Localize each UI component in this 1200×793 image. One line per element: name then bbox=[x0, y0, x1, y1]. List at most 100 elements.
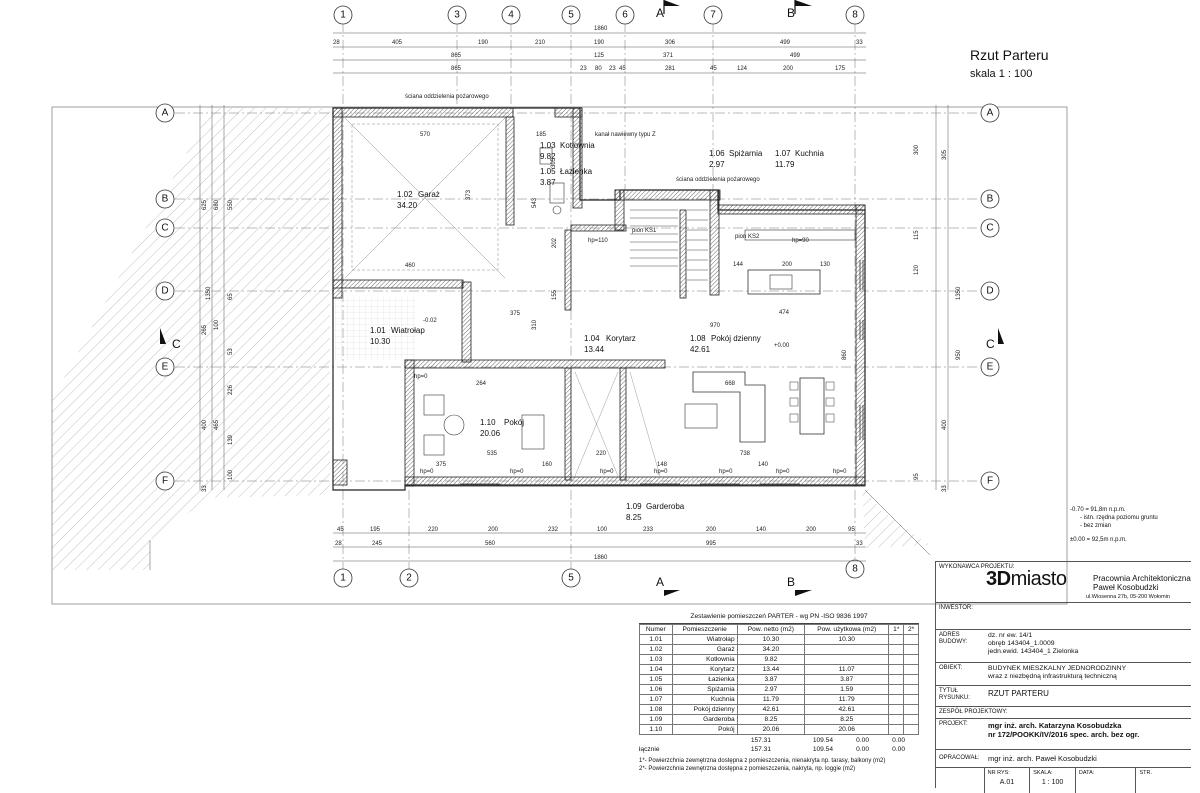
dim: 300 bbox=[914, 144, 920, 155]
drawing-title-value: RZUT PARTERU bbox=[988, 689, 1049, 698]
section-a-bottom: A bbox=[656, 575, 664, 589]
axis-right-D: D bbox=[986, 286, 993, 297]
axis-right-B: B bbox=[987, 194, 994, 205]
dim: 139 bbox=[228, 434, 234, 445]
footnote: 1*- Powierzchnia zewnętrzna dostępna z p… bbox=[639, 758, 886, 764]
dim: 400 bbox=[942, 419, 948, 430]
schedule-cell: Spiżarnia bbox=[671, 684, 738, 695]
fire-wall-note: ściana oddzielenia pożarowego bbox=[676, 177, 760, 183]
schedule-totals: 157.31 109.54 0.00 0.00 łącznie 157.31 1… bbox=[639, 736, 919, 754]
room-1-07: 1.07 Kuchnia 11.79 bbox=[775, 149, 824, 169]
axis-left-F: F bbox=[162, 476, 168, 487]
level-mark: +0.00 bbox=[774, 343, 790, 349]
nr-label: NR RYS: bbox=[987, 770, 1010, 776]
dim: 305 bbox=[942, 149, 948, 160]
schedule-cell: 1.09 bbox=[639, 714, 673, 725]
title-block: WYKONAWCA PROJEKTU: 3Dmiasto Pracownia A… bbox=[935, 561, 1191, 793]
section-b-top: B bbox=[787, 6, 795, 20]
dim: 95 bbox=[848, 527, 855, 533]
subtotal-usable: 109.54 bbox=[812, 737, 833, 744]
axis-left-A: A bbox=[162, 108, 169, 119]
dim: 53 bbox=[228, 348, 234, 355]
dim: 865 bbox=[451, 53, 462, 59]
axis-bubbles-bottom: 1 2 5 8 bbox=[333, 559, 865, 588]
room-area: 2.97 bbox=[709, 160, 725, 169]
object-line: wraz z niezbędną infrastrukturą technicz… bbox=[988, 673, 1117, 680]
object-value: BUDYNEK MIESZKALNY JEDNORODZINNY wraz z … bbox=[988, 665, 1126, 681]
room-area: 8.25 bbox=[626, 513, 642, 522]
schedule-cell: 11.07 bbox=[804, 664, 890, 675]
room-area: 11.79 bbox=[775, 160, 795, 169]
col-header: Numer bbox=[639, 624, 673, 635]
drawing-scale: skala 1 : 100 bbox=[970, 68, 1032, 80]
dim: 474 bbox=[779, 310, 790, 316]
schedule-cell: 3.87 bbox=[736, 674, 806, 685]
schedule-cell: 1.06 bbox=[639, 684, 673, 695]
room-name: Pokój dzienny bbox=[711, 334, 761, 343]
dim: 232 bbox=[548, 527, 559, 533]
pion-note: pion KS1 bbox=[632, 228, 657, 234]
investor-label: INWESTOR: bbox=[939, 605, 973, 611]
dim: 45 bbox=[337, 527, 344, 533]
firm-name: Pracownia Architektoniczna Paweł Kosobud… bbox=[1093, 574, 1191, 592]
schedule-cell: 20.06 bbox=[804, 724, 890, 735]
axis-top-7: 7 bbox=[710, 10, 716, 21]
room-1-03: 1.03 Kotłownia 9.82 bbox=[540, 141, 595, 161]
dim: 185 bbox=[536, 132, 547, 138]
room-1-04: 1.04 Korytarz 13.44 bbox=[584, 334, 636, 354]
axis-bubbles-rows: A B C D E F A B C D E F bbox=[155, 103, 1000, 491]
dim: 560 bbox=[485, 541, 496, 547]
level-legend: -0.70 = 91,8m n.p.m. - istn. rzędna pozi… bbox=[1070, 506, 1158, 544]
col-header: Pomieszczenie bbox=[671, 624, 738, 635]
dim: 200 bbox=[783, 66, 794, 72]
schedule-cell: 2.97 bbox=[736, 684, 806, 695]
total-netto: 157.31 bbox=[750, 746, 771, 753]
contractor-label: WYKONAWCA PROJEKTU: bbox=[939, 564, 1015, 570]
schedule-cell: 1.05 bbox=[639, 674, 673, 685]
room-1-01: 1.01 Wiatrołap 10.30 bbox=[370, 326, 425, 346]
hp-mark: hp=90 bbox=[792, 238, 810, 244]
dim: 680 bbox=[214, 199, 220, 210]
drafter-value: mgr inż. arch. Paweł Kosobudzki bbox=[988, 754, 1097, 763]
legend-line: ±0.00 = 92,5m n.p.m. bbox=[1070, 537, 1127, 543]
hp-mark: hp=0 bbox=[510, 469, 524, 475]
object-line: BUDYNEK MIESZKALNY JEDNORODZINNY bbox=[988, 665, 1127, 672]
axis-top-1: 1 bbox=[340, 10, 346, 21]
drawing-title: Rzut Parteru bbox=[970, 47, 1049, 63]
dim: 200 bbox=[806, 527, 817, 533]
room-1-09: 1.09 Garderoba 8.25 bbox=[626, 502, 685, 522]
schedule-cell: 11.79 bbox=[736, 694, 806, 705]
room-schedule: Zestawienie pomieszczeń PARTER - wg PN -… bbox=[639, 611, 919, 735]
room-area: 20.06 bbox=[480, 429, 501, 438]
dim: 226 bbox=[228, 384, 234, 395]
axis-top-4: 4 bbox=[508, 10, 514, 21]
dim: 1350 bbox=[956, 286, 962, 300]
footnote: 2*- Powierzchnia zewnętrzna dostępna z p… bbox=[639, 766, 856, 772]
dim: 33 bbox=[202, 485, 208, 492]
terrain-hatch-right bbox=[862, 480, 930, 548]
dimension-text-bottom: 45 195 220 200 232 100 233 200 140 200 9… bbox=[335, 527, 863, 561]
schedule-cell: 1.07 bbox=[639, 694, 673, 705]
hp-mark: hp=0 bbox=[420, 469, 434, 475]
schedule-cell: 10.30 bbox=[736, 634, 806, 645]
axis-bottom-1: 1 bbox=[340, 573, 346, 584]
hp-mark: hp=0 bbox=[654, 469, 668, 475]
section-b-bottom: B bbox=[787, 575, 795, 589]
schedule-cell: 11.79 bbox=[804, 694, 890, 705]
schedule-cell bbox=[903, 674, 919, 685]
level-mark: -0.02 bbox=[423, 318, 437, 324]
axis-right-F: F bbox=[987, 476, 993, 487]
sheet-frame bbox=[51, 106, 1068, 605]
room-1-02: 1.02 Garaż 34.20 bbox=[397, 190, 440, 210]
schedule-cell: Łazienka bbox=[671, 674, 738, 685]
schedule-cell: 1.59 bbox=[804, 684, 890, 695]
schedule-table: Numer Pomieszczenie Pow. netto (m2) Pow.… bbox=[639, 624, 919, 735]
schedule-cell: 9.82 bbox=[736, 654, 806, 665]
section-a-top: A bbox=[656, 6, 664, 20]
logo-thin: miasto bbox=[1010, 568, 1067, 590]
dim: 200 bbox=[782, 262, 793, 268]
room-name: Wiatrołap bbox=[391, 326, 425, 335]
schedule-cell bbox=[888, 664, 905, 675]
